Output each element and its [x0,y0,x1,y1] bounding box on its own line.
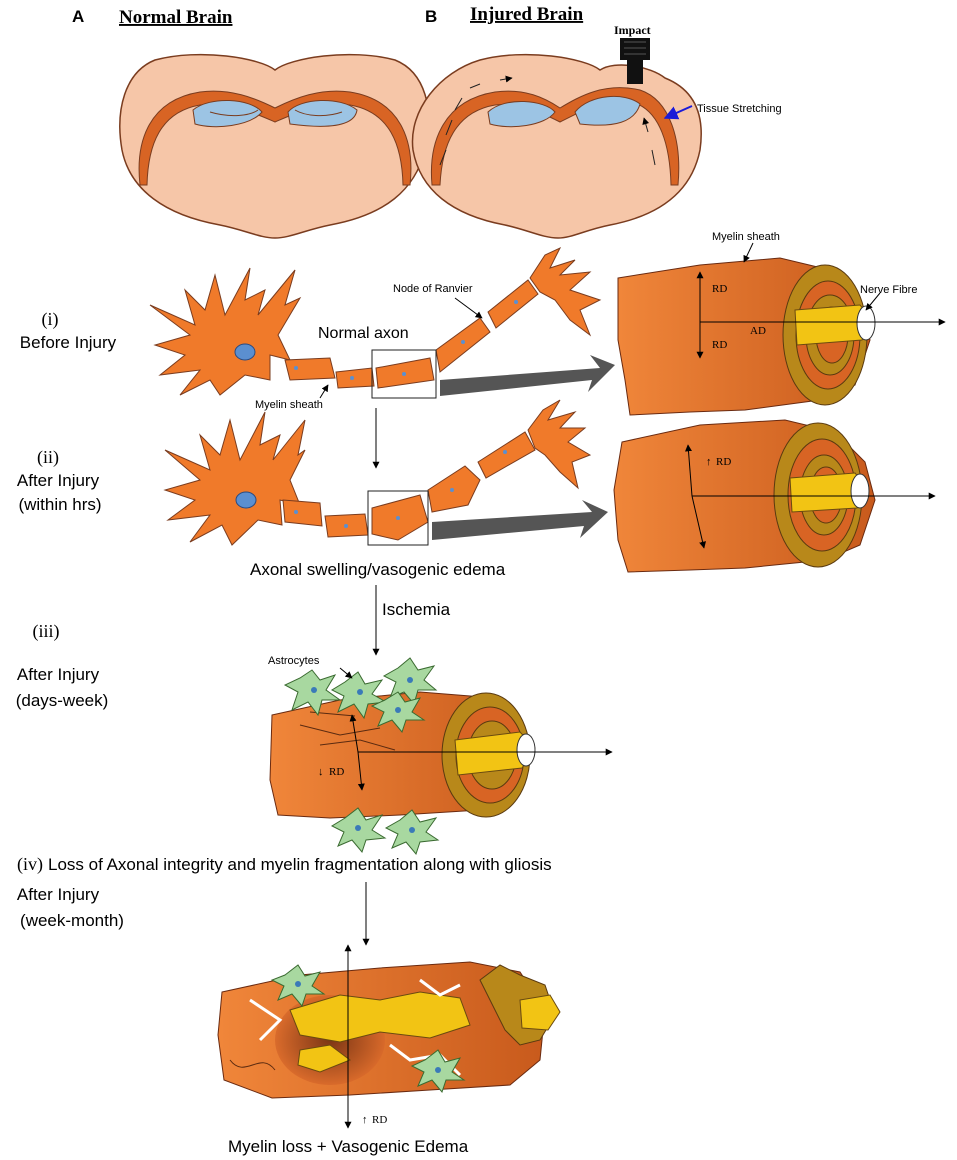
impactor-grip [624,41,646,55]
axon-detail-fragmented: ↑ RD [217,944,561,1129]
stage-4-line2: (week-month) [20,911,124,930]
injured-brain: Impact Tissue Stretching [411,23,782,239]
neuron-1-zoom-box [371,349,437,399]
stage-4-numeral: (iv) [17,854,43,875]
panel-a-letter: A [72,7,84,26]
neuron-before-injury: Myelin sheath Node of Ranvier Normal axo… [149,246,602,411]
axon-3-fibre-end [516,733,536,767]
final-caption: Myelin loss + Vasogenic Edema [228,1137,469,1156]
axon-3-rd-up [349,714,359,753]
axon-3-rd-down [357,751,365,791]
axon-1-myelin-label: Myelin sheath [712,231,780,243]
astrocytes-label: Astrocytes [268,655,320,667]
axon-2-rd-label: RD [716,456,731,468]
stage-3-numeral: (iii) [33,621,60,642]
neuron-1-segment [487,279,539,329]
myelin-pointer [319,384,329,399]
axon-4-rd-label: RD [372,1114,387,1126]
axon-1-rd-label: RD [712,283,727,295]
ischemia-caption: Ischemia [382,600,451,619]
axon-4-fibre-end [519,994,561,1031]
neuron-1-soma [149,267,302,396]
injured-right-ventricle [574,95,641,126]
normal-ventricle-lines [209,109,343,117]
stage-labels: (i) Before Injury (ii) After Injury (wit… [16,309,124,930]
loss-caption: Loss of Axonal integrity and myelin frag… [48,855,552,874]
stage-2-line2: (within hrs) [18,495,101,514]
neuron-2-swollen-segment [371,494,429,541]
node-label: Node of Ranvier [393,283,473,295]
neuron-2-segment [477,431,536,479]
axon-2-fibre-end [850,473,870,509]
stage-2-line1: After Injury [17,471,100,490]
axon-detail-swelling: ↑ RD [613,419,936,573]
neuron-2-nucleus [235,491,257,509]
axon-detail-normal: RD RD AD Myelin sheath Nerve Fibre [617,231,946,416]
panel-b-title: Injured Brain [470,4,584,25]
injured-stretch-arrows-right [644,118,656,166]
stage-3-line2: (days-week) [16,691,109,710]
neuron-after-injury-hrs [163,399,592,546]
axon-4-fibre-fragment [289,991,471,1043]
stretch-label: Tissue Stretching [697,103,782,115]
stage-1-numeral: (i) [42,309,59,330]
myelin-label: Myelin sheath [255,399,323,411]
node-pointer [454,297,483,319]
panel-a-title: Normal Brain [119,7,233,28]
stretch-pointer-arrow [663,105,693,120]
normal-brain-outline [119,53,430,239]
neuron-1-terminal [529,246,602,337]
injured-stretch-arrows-left [439,78,512,166]
neuron-2-swollen-segment [427,465,481,513]
axon-detail-gliosis: ↓ RD [269,691,613,819]
axon-4-frayed-edge [229,1059,276,1071]
axon-4-fibre-fragment [297,1044,352,1073]
astrocyte [330,671,388,720]
zoom-arrow-1 [440,355,615,396]
axon-2-rd-up-glyph: ↑ [706,456,712,468]
astrocytes-stage-3: Astrocytes [268,655,440,856]
axon-3-rd-down-glyph: ↓ [318,766,324,778]
neuron-2-segment [282,499,323,527]
stage-3-line1: After Injury [17,665,100,684]
axon-4-rd-up-glyph: ↑ [362,1114,368,1126]
panel-b-letter: B [425,7,437,26]
injured-brain-outline [411,53,702,239]
axon-1-myelin-pointer [743,242,754,263]
neuron-2-zoom-box [367,490,429,546]
axon-1-ad-label: AD [750,325,766,337]
impactor-head [620,38,650,60]
astrocyte-pointer [339,667,353,679]
axon-1-fibre-pointer [865,292,881,311]
swelling-caption: Axonal swelling/vasogenic edema [250,560,506,579]
impactor-rod [627,60,643,84]
normal-right-ventricle [287,99,358,127]
axon-1-fibre-label: Nerve Fibre [860,284,917,296]
axon-1-rd-label-2: RD [712,339,727,351]
neuron-1-segment [284,357,336,381]
neuron-1-segment [335,367,375,389]
normal-brain [119,53,430,239]
stage-2-numeral: (ii) [37,447,59,468]
normal-axon-label: Normal axon [318,325,409,342]
neuron-2-soma [163,411,306,546]
axon-1-fibre-end [856,305,876,341]
axon-2-rd-down [691,495,706,549]
stage-1-line1: Before Injury [20,333,117,352]
neuron-1-segment [435,317,491,373]
axon-3-rd-label: RD [329,766,344,778]
stage-4-line1: After Injury [17,885,100,904]
zoom-arrow-2 [432,500,608,540]
neuron-2-terminal [527,399,592,490]
impact-label: Impact [614,23,651,37]
neuron-1-nucleus [234,343,256,361]
normal-left-ventricle [192,99,263,128]
injured-left-ventricle [487,100,556,128]
axon-2-rd-up [685,444,693,497]
